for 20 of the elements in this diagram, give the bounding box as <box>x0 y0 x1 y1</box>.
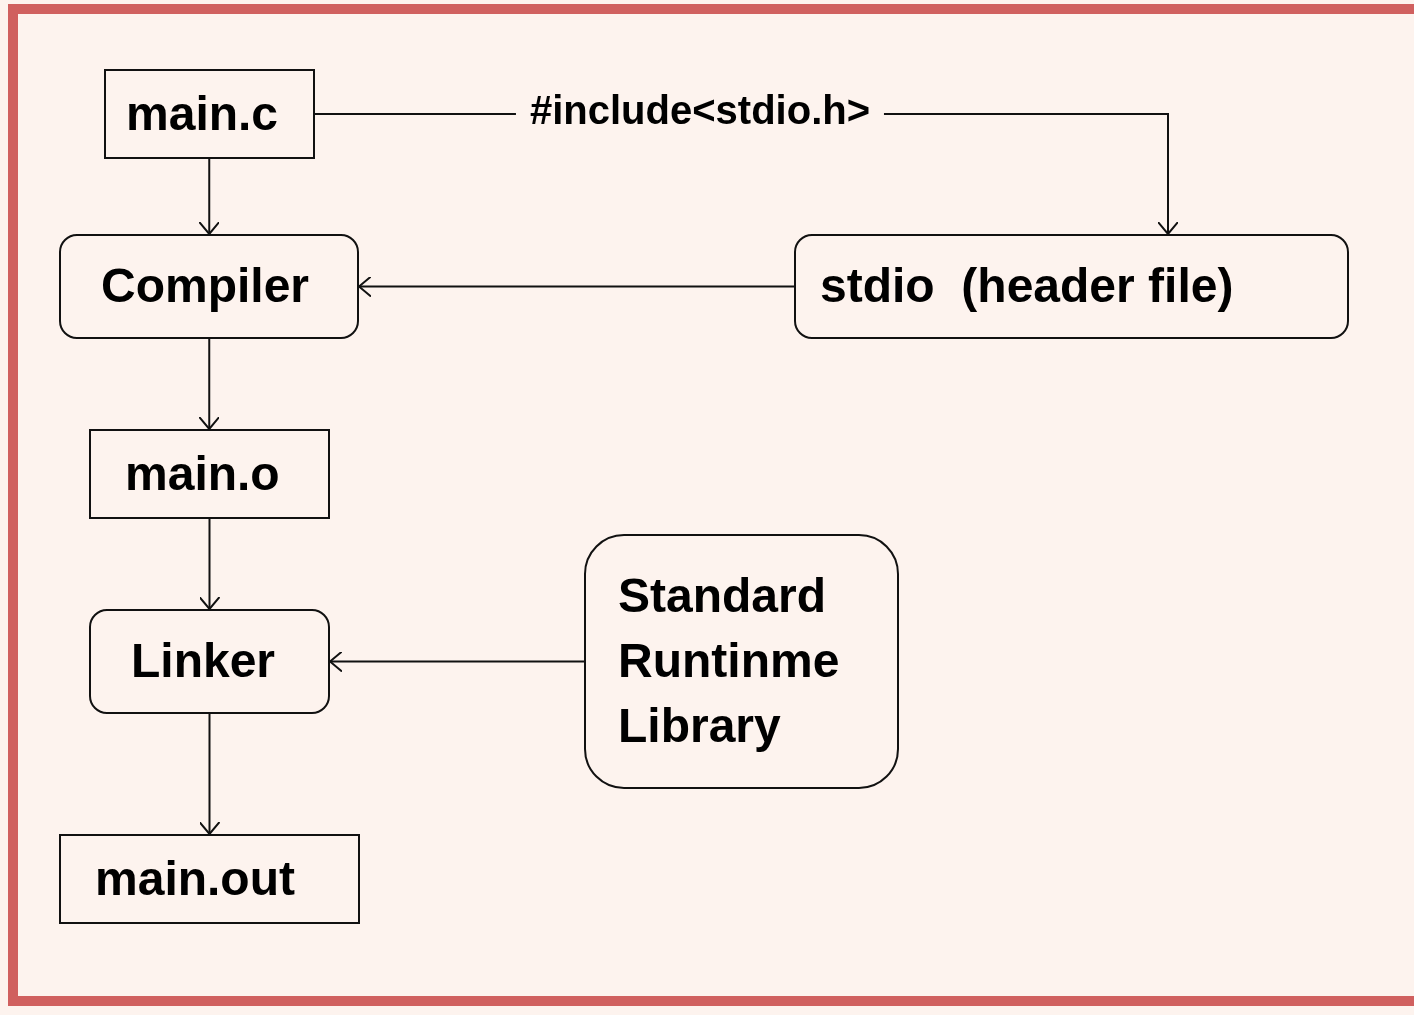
process-box <box>584 534 899 789</box>
process-box <box>794 234 1349 339</box>
arrow <box>198 158 221 235</box>
node-label: main.out <box>95 850 295 907</box>
process-box <box>89 609 330 714</box>
arrow <box>198 713 221 835</box>
node-label: main.c <box>126 85 279 142</box>
arrow <box>329 650 585 673</box>
node-label: Compiler <box>101 258 310 315</box>
process-box <box>59 234 359 339</box>
arrow <box>198 518 221 610</box>
arrow <box>198 338 221 430</box>
file-box <box>89 429 330 519</box>
node-label: main.o <box>125 445 280 502</box>
node-label: Standard Runtinme Library <box>618 568 841 754</box>
node-label: Linker <box>131 633 276 690</box>
file-box <box>104 69 315 159</box>
file-box <box>59 834 360 924</box>
node-label: stdio (header file) <box>820 258 1234 315</box>
arrow <box>358 275 795 298</box>
